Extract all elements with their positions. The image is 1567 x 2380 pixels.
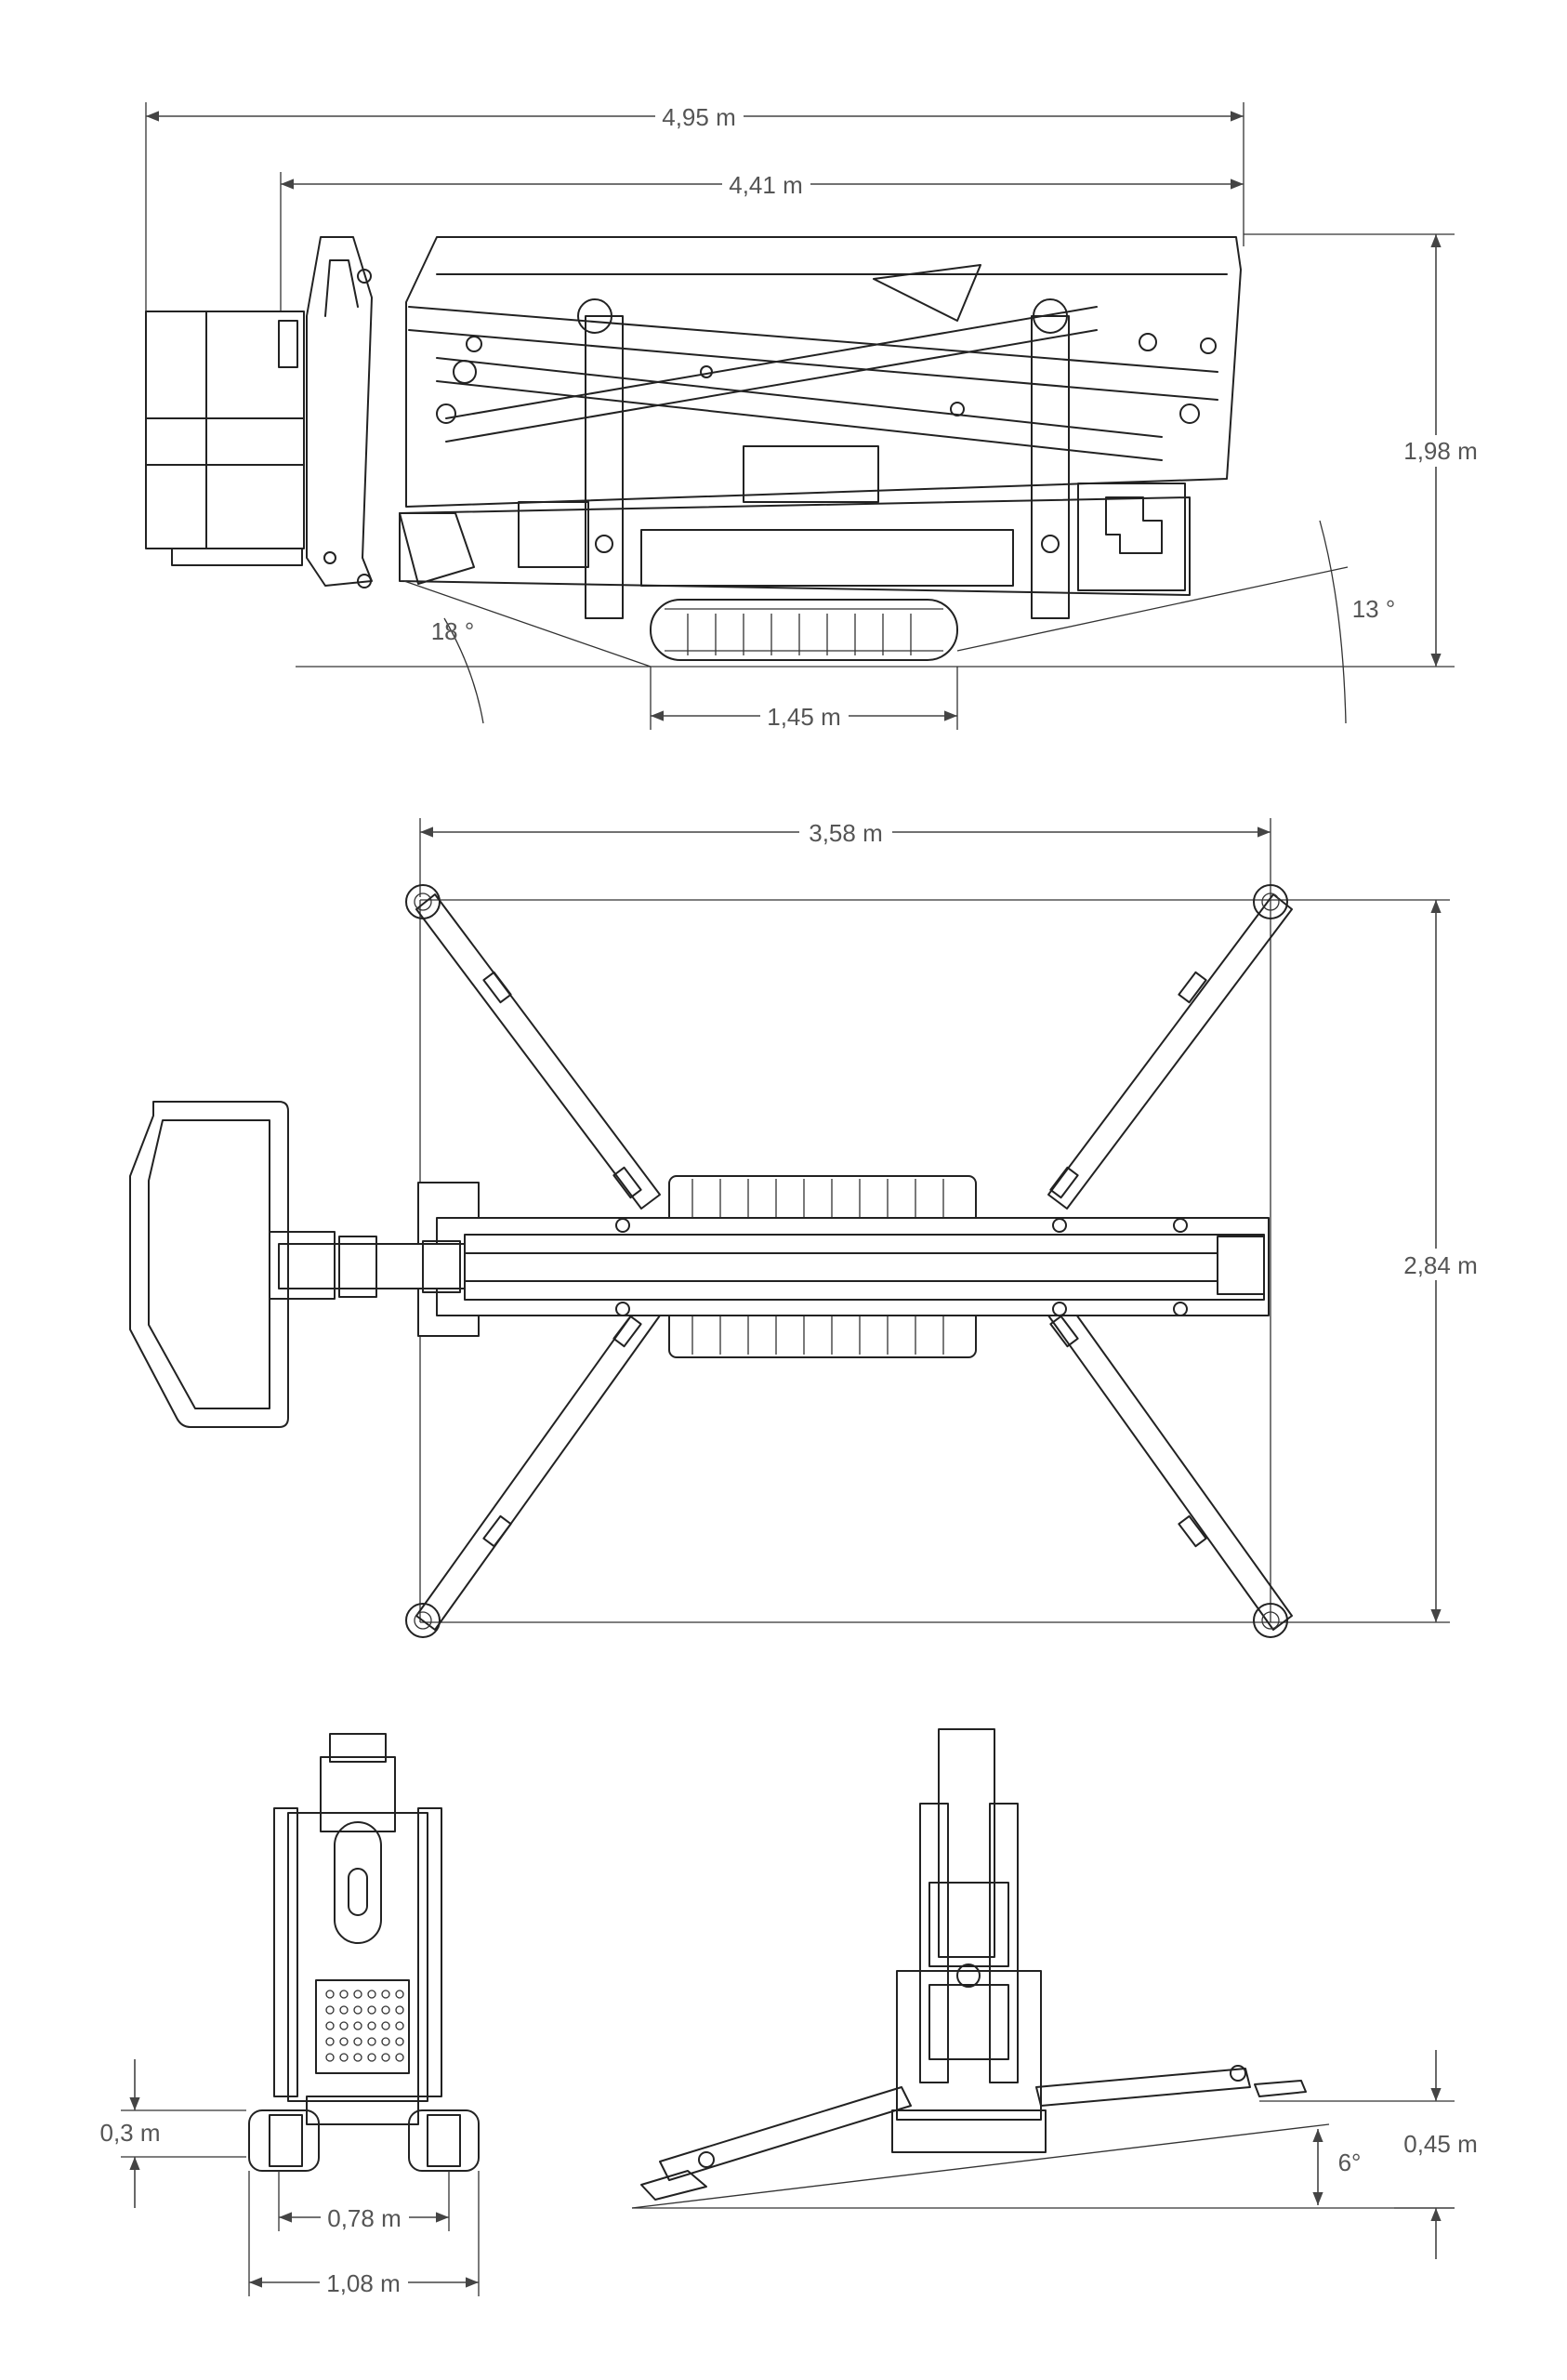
side-chassis (399, 445, 1191, 596)
dim-outrigger-span-width: 2,84 m (1403, 1251, 1478, 1279)
dim-transport-length: 4,41 m (729, 171, 803, 199)
dim-outrigger-step-height: 0,45 m (1403, 2130, 1478, 2158)
dim-overall-length: 4,95 m (662, 103, 736, 131)
dim-track-length: 1,45 m (767, 703, 841, 731)
side-basket (145, 311, 305, 566)
rear-view: 0,3 m 0,78 m 1,08 m (99, 1733, 480, 2298)
front-view: 6° 0,45 m (631, 1728, 1478, 2259)
dim-ground-clearance: 0,3 m (99, 2119, 160, 2147)
dim-track-width-min: 0,78 m (327, 2204, 402, 2232)
side-track (650, 599, 958, 661)
dim-angle-rear: 18 ° (431, 617, 475, 645)
top-outriggers (405, 884, 1293, 1638)
dim-slope-angle: 6° (1338, 2149, 1362, 2176)
dim-angle-front: 13 ° (1352, 595, 1396, 623)
side-boom (405, 236, 1242, 508)
top-view: 3,58 m 2,84 m (129, 816, 1487, 1638)
top-boom (417, 1182, 1270, 1337)
top-basket (129, 1101, 466, 1428)
dim-transport-height: 1,98 m (1403, 437, 1478, 465)
side-view: 4,95 m 4,41 m 1,98 m 1,45 m 18 ° 13 ° (145, 100, 1487, 732)
dim-track-width-max: 1,08 m (326, 2269, 401, 2297)
dim-outrigger-span-length: 3,58 m (809, 819, 883, 847)
